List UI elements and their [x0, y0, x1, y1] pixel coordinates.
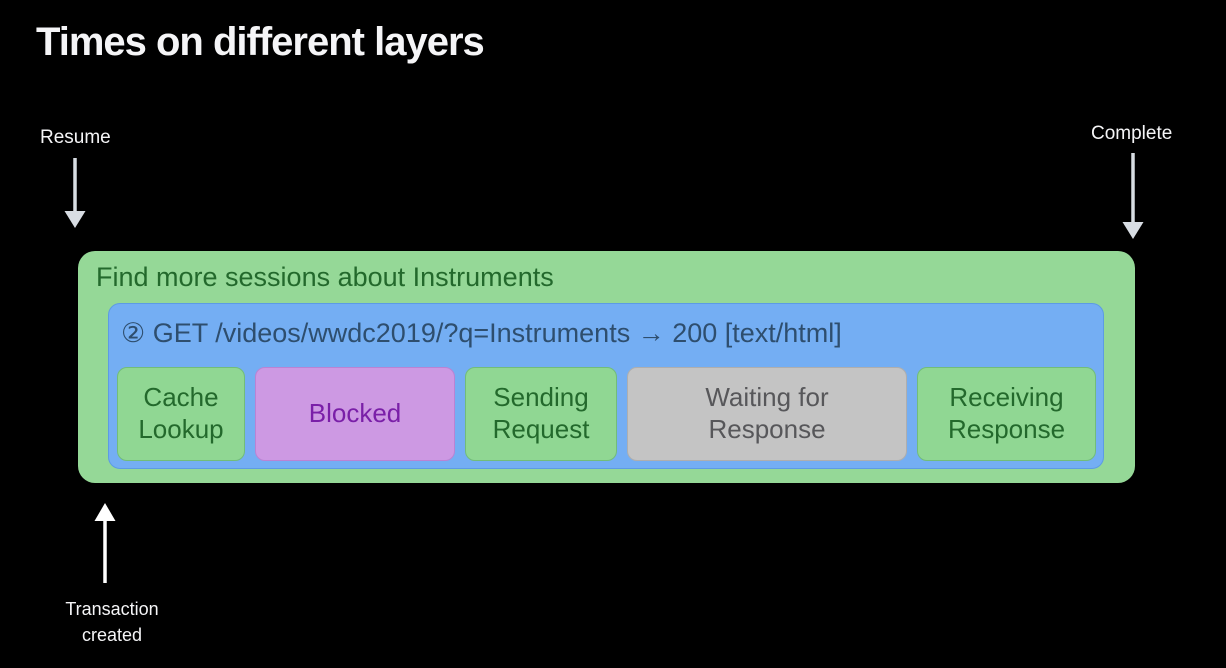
stage-label-line: Cache — [143, 382, 219, 413]
stage-label-line: Sending — [493, 382, 589, 413]
task-layer-label: Find more sessions about Instruments — [96, 262, 554, 292]
resume-arrow-down-icon — [64, 158, 86, 228]
transaction-created-line: created — [81, 625, 143, 646]
slide-title: Times on different layers — [36, 20, 485, 64]
stage-label-line: Request — [492, 414, 590, 444]
complete-arrow-down-icon — [1122, 153, 1144, 239]
stage-label-line: Blocked — [308, 398, 402, 429]
stage-blocked: Blocked — [255, 367, 455, 461]
stage-label-line: Receiving — [949, 382, 1064, 413]
stage-receiving-response: Receiving Response — [917, 367, 1096, 461]
transaction-created-annotation-label: Transaction created — [32, 596, 192, 648]
resume-annotation-label: Resume — [40, 127, 111, 148]
stage-label-line: Waiting for — [705, 382, 829, 413]
stage-label-line: Response — [708, 414, 826, 444]
transaction-layer-label: ② GET /videos/wwdc2019/?q=Instruments → … — [121, 318, 842, 348]
transaction-created-arrow-up-icon — [94, 503, 116, 583]
stage-row: Cache Lookup Blocked Sending Request Wai… — [117, 367, 1096, 461]
stage-cache-lookup: Cache Lookup — [117, 367, 245, 461]
transaction-layer-box: ② GET /videos/wwdc2019/?q=Instruments → … — [108, 303, 1104, 469]
complete-annotation-label: Complete — [1091, 123, 1173, 144]
task-layer-box: Find more sessions about Instruments ② G… — [78, 251, 1135, 483]
stage-label-line: Response — [947, 414, 1066, 444]
transaction-created-line: Transaction — [65, 599, 159, 619]
stage-waiting-for-response: Waiting for Response — [627, 367, 907, 461]
stage-label-line: Lookup — [138, 414, 224, 444]
stage-sending-request: Sending Request — [465, 367, 617, 461]
